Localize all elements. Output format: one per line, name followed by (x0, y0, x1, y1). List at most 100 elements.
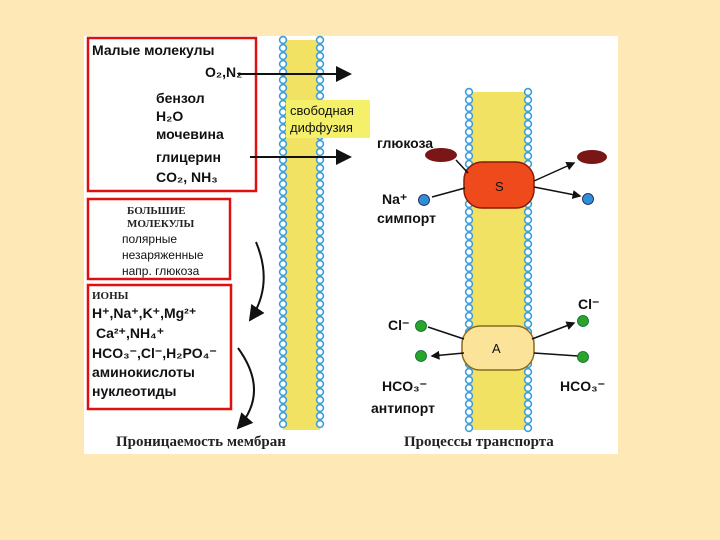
lipid-head-inner (315, 355, 325, 365)
antiport-carrier-label: A (492, 341, 501, 356)
lipid-head-outer (464, 223, 474, 233)
lipid-head-outer (464, 319, 474, 329)
lipid-head-inner (315, 179, 325, 189)
lipid-head-inner (315, 283, 325, 293)
lipid-head-outer (464, 239, 474, 249)
lipid-head-outer (278, 179, 288, 189)
water-label: H₂O (156, 108, 183, 124)
lipid-head-outer (464, 111, 474, 121)
lipid-head-inner (315, 43, 325, 53)
large-molecules-heading-2: МОЛЕКУЛЫ (127, 218, 194, 230)
lipid-head-inner (315, 51, 325, 61)
lipid-head-inner (523, 295, 533, 305)
lipid-head-inner (523, 119, 533, 129)
lipid-head-outer (464, 271, 474, 281)
hydrophobic-core (469, 92, 528, 430)
lipid-head-outer (278, 251, 288, 261)
lipid-head-outer (278, 195, 288, 205)
lipid-head-inner (523, 375, 533, 385)
lipid-head-outer (278, 259, 288, 269)
lipid-head-inner (315, 363, 325, 373)
symport-in-arrow-sodium (431, 187, 466, 198)
benzene-label: бензол (156, 90, 205, 106)
amino-acids-label: аминокислоты (92, 364, 195, 380)
lipid-head-outer (278, 91, 288, 101)
lipid-head-outer (278, 163, 288, 173)
lipid-head-outer (464, 423, 474, 433)
lipid-head-inner (523, 151, 533, 161)
antiport-out-arrow-bicarbonate (430, 350, 465, 360)
lipid-head-inner (523, 111, 533, 121)
lipid-head-outer (278, 283, 288, 293)
lipid-head-inner (315, 299, 325, 309)
large-molecules-box (86, 197, 232, 281)
lipid-head-outer (278, 227, 288, 237)
lipid-head-outer (464, 311, 474, 321)
co2-nh3-label: CO₂, NH₃ (156, 169, 218, 185)
lipid-head-outer (464, 95, 474, 105)
free-diffusion-highlight (286, 100, 370, 138)
ions-line-1: H⁺,Na⁺,K⁺,Mg²⁺ (92, 305, 196, 321)
lipid-head-outer (464, 391, 474, 401)
ions-line-3: HCO₃⁻,Cl⁻,H₂PO₄⁻ (92, 345, 217, 361)
sodium-ion-right (582, 193, 594, 205)
lipid-head-outer (464, 279, 474, 289)
lipid-head-outer (278, 35, 288, 45)
lipid-head-inner (523, 391, 533, 401)
lipid-head-inner (523, 407, 533, 417)
lipid-head-outer (464, 367, 474, 377)
lipid-head-inner (523, 247, 533, 257)
lipid-head-inner (523, 367, 533, 377)
chloride-label-left: Cl⁻ (388, 317, 409, 333)
large-molecules-curved-arrow (248, 241, 265, 322)
chloride-ion-left (415, 320, 427, 332)
lipid-head-inner (315, 75, 325, 85)
lipid-head-inner (523, 103, 533, 113)
lipid-head-inner (523, 415, 533, 425)
lipid-head-inner (315, 83, 325, 93)
lipid-head-inner (523, 383, 533, 393)
lipid-head-outer (464, 87, 474, 97)
symport-carrier (463, 161, 535, 209)
lipid-head-inner (315, 411, 325, 421)
lipid-head-outer (278, 43, 288, 53)
lipid-head-inner (315, 147, 325, 157)
lipid-head-inner (523, 239, 533, 249)
bicarbonate-ion-right (577, 351, 589, 363)
lipid-head-outer (278, 387, 288, 397)
permeability-title: Проницаемость мембран (116, 434, 286, 450)
bicarbonate-label-left: HCO₃⁻ (382, 378, 427, 394)
small-molecules-box (86, 36, 258, 193)
lipid-head-outer (464, 407, 474, 417)
small-molecules-heading: Малые молекулы (92, 42, 214, 58)
lipid-head-inner (315, 323, 325, 333)
lipid-head-inner (523, 207, 533, 217)
lipid-head-inner (315, 307, 325, 317)
antiport-out-arrow-chloride (531, 321, 576, 340)
lipid-head-outer (464, 295, 474, 305)
lipid-bilayer-right (464, 87, 533, 433)
lipid-head-inner (523, 319, 533, 329)
lipid-head-inner (315, 91, 325, 101)
lipid-head-outer (278, 75, 288, 85)
lipid-head-outer (278, 347, 288, 357)
symport-out-arrow-sodium (533, 186, 582, 199)
lipid-head-outer (278, 235, 288, 245)
lipid-head-outer (464, 255, 474, 265)
lipid-head-inner (315, 387, 325, 397)
lipid-head-outer (278, 83, 288, 93)
glucose-molecule-left (425, 148, 457, 162)
lipid-head-inner (315, 395, 325, 405)
transport-title: Процессы транспорта (404, 434, 554, 450)
large-molecules-heading-1: БОЛЬШИЕ (127, 205, 186, 217)
ions-line-2: Ca²⁺,NH₄⁺ (96, 325, 164, 341)
glycerol-label: глицерин (156, 149, 221, 165)
lipid-head-inner (523, 223, 533, 233)
lipid-head-inner (315, 259, 325, 269)
lipid-head-outer (278, 131, 288, 141)
symport-out-arrow-glucose (533, 161, 576, 182)
lipid-head-inner (315, 187, 325, 197)
lipid-head-inner (523, 87, 533, 97)
lipid-head-outer (278, 243, 288, 253)
